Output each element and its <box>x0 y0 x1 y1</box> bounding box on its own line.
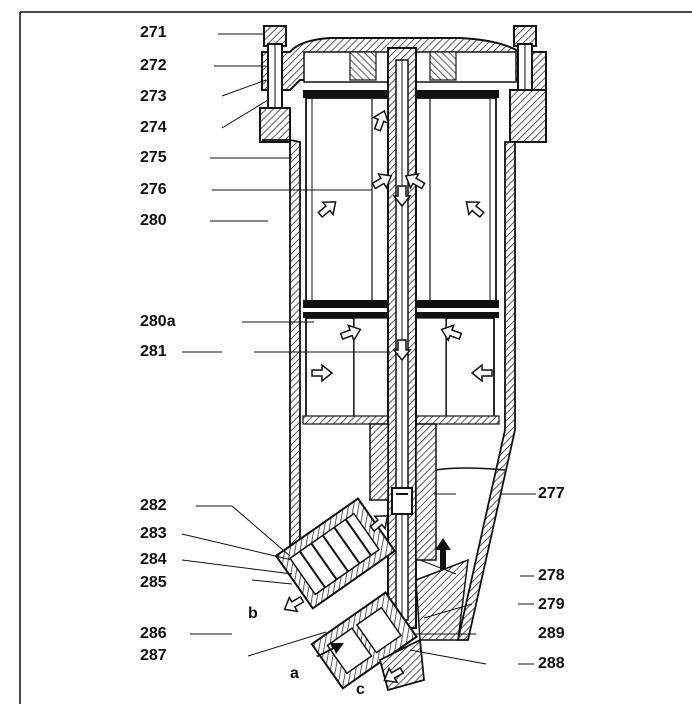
flow-letter-a: a <box>290 665 299 682</box>
right-bolt <box>509 25 547 143</box>
label-273: 273 <box>140 88 167 105</box>
label-280: 280 <box>140 212 167 229</box>
label-285: 285 <box>140 574 167 591</box>
label-278: 278 <box>538 567 565 584</box>
label-283: 283 <box>140 525 167 542</box>
label-279: 279 <box>538 596 565 613</box>
lower-body <box>369 423 506 641</box>
label-274: 274 <box>140 119 167 136</box>
label-288: 288 <box>538 655 565 672</box>
label-284: 284 <box>140 551 167 568</box>
label-286: 286 <box>140 625 167 642</box>
label-289: 289 <box>538 625 565 642</box>
label-271: 271 <box>140 24 167 41</box>
label-275: 275 <box>140 149 167 166</box>
angled-side-filter <box>274 497 397 610</box>
label-277: 277 <box>538 485 565 502</box>
housing-shell <box>262 138 516 641</box>
label-280a: 280a <box>140 313 176 330</box>
solid-flow-arrows <box>316 538 451 657</box>
label-282: 282 <box>140 497 167 514</box>
central-tube <box>387 47 417 629</box>
label-281: 281 <box>140 343 167 360</box>
flow-letter-b: b <box>248 605 258 622</box>
left-bolt <box>259 25 291 143</box>
leader-lines <box>181 33 536 665</box>
bottom-valve-assembly <box>310 591 418 690</box>
label-287: 287 <box>140 647 167 664</box>
flow-letter-c: c <box>356 681 365 698</box>
flow-arrows <box>283 109 493 684</box>
label-272: 272 <box>140 57 167 74</box>
label-276: 276 <box>140 181 167 198</box>
